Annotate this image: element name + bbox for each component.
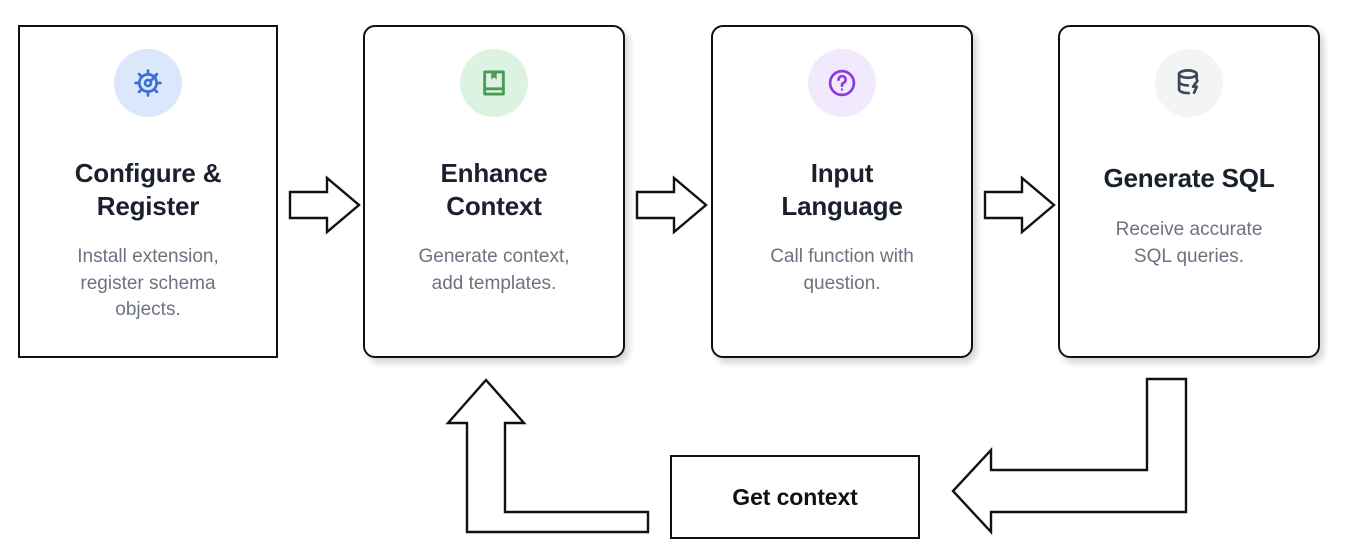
gear-settings-icon xyxy=(131,66,165,100)
step-card-enhance-context[interactable]: Enhance Context Generate context, add te… xyxy=(363,25,625,358)
step-card-description: Receive accurate SQL queries. xyxy=(1115,219,1263,268)
arrow-step1-to-step2 xyxy=(288,175,361,235)
step-card-title: Enhance Context xyxy=(440,158,548,222)
get-context-box[interactable]: Get context xyxy=(670,455,920,539)
step-card-description: Generate context, add templates. xyxy=(418,245,570,294)
arrow-step2-to-step3 xyxy=(635,175,708,235)
step-card-configure-register[interactable]: Configure & Register Install extension, … xyxy=(18,25,278,358)
question-circle-icon-badge xyxy=(808,49,876,117)
step-card-generate-sql[interactable]: Generate SQL Receive accurate SQL querie… xyxy=(1058,25,1320,358)
get-context-label: Get context xyxy=(732,483,858,510)
step-card-title: Configure & Register xyxy=(74,158,222,222)
database-lightning-icon-badge xyxy=(1155,49,1223,117)
step-card-description: Install extension, register schema objec… xyxy=(77,245,219,321)
step-card-description: Call function with question. xyxy=(770,245,914,294)
feedback-arrow-from-step4 xyxy=(951,377,1188,536)
gear-settings-icon-badge xyxy=(114,49,182,117)
feedback-arrow-to-step2 xyxy=(445,378,650,534)
database-lightning-icon xyxy=(1172,66,1206,100)
step-card-title: Input Language xyxy=(781,158,903,222)
step-card-title: Generate SQL xyxy=(1103,163,1275,193)
book-bookmark-icon xyxy=(477,66,511,100)
book-bookmark-icon-badge xyxy=(460,49,528,117)
question-circle-icon xyxy=(825,66,859,100)
arrow-step3-to-step4 xyxy=(983,175,1056,235)
step-card-input-language[interactable]: Input Language Call function with questi… xyxy=(711,25,973,358)
